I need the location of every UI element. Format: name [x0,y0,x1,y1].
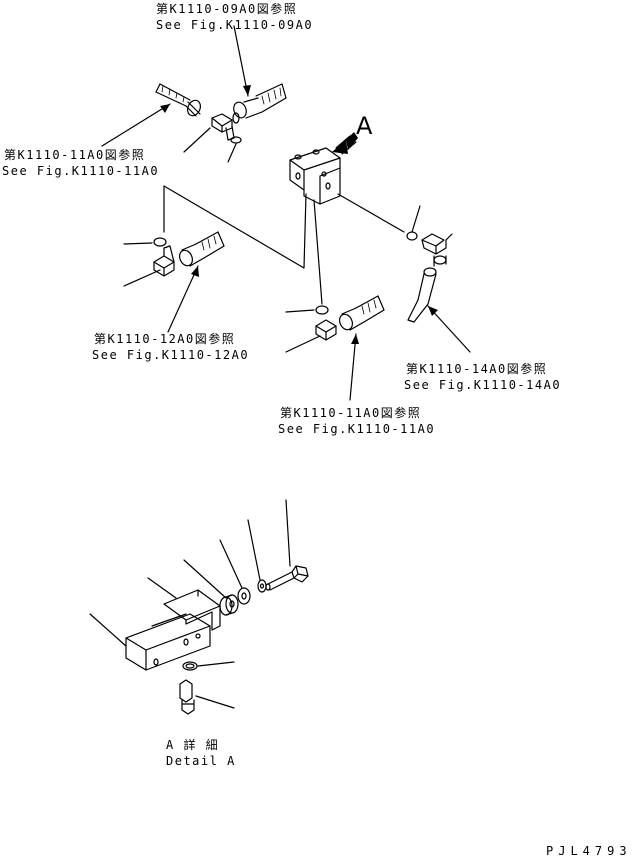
callout-12a0-en: See Fig.K1110-12A0 [92,348,250,362]
view-arrow [332,132,358,155]
o-ring-top [230,136,242,144]
callout-12a0-jp: 第K1110-12A0図参照 [94,332,236,346]
detail-washer-small [257,579,267,593]
elbow-fitting-right [421,233,447,267]
routing-line-left [163,185,307,269]
leader-11a0-bottom [349,333,357,401]
callout-11a0-left-jp: 第K1110-11A0図参照 [4,148,146,162]
detail-washer-large [237,587,251,605]
callout-11a0-bottom-en: See Fig.K1110-11A0 [278,422,436,436]
elbow-fitting-left [153,245,175,277]
leader-14a0 [427,305,471,353]
callout-09a0-en: See Fig.K1110-09A0 [156,18,314,32]
o-ring-right [406,231,418,241]
detail-title-en: Detail A [166,754,236,768]
o-ring-left [153,237,167,247]
detail-bolt [265,565,309,591]
leader-09a0 [233,25,249,97]
callout-14a0-jp: 第K1110-14A0図参照 [406,362,548,376]
callout-11a0-left-en: See Fig.K1110-11A0 [2,164,160,178]
callout-11a0-bottom-jp: 第K1110-11A0図参照 [280,406,422,420]
detail-block [125,613,211,671]
o-ring-bottom [315,305,329,315]
detail-spacer [219,594,239,616]
view-marker-label: A [356,112,373,140]
routing-line-right [337,193,405,233]
right-top-hose [233,83,287,119]
leader-11a0-left [101,103,171,147]
hose-bottom-11a0 [338,295,385,331]
detail-fitting [179,679,195,715]
detail-o-ring [182,661,198,671]
hose-left-12a0 [178,231,225,267]
callout-09a0-jp: 第K1110-09A0図参照 [156,2,298,16]
detail-title-jp: A 詳 細 [166,738,220,752]
left-top-hose [155,83,202,117]
callout-14a0-en: See Fig.K1110-14A0 [404,378,562,392]
leader-12a0 [167,265,199,333]
drawing-number: PJL4793 [546,844,632,858]
hose-right-14a0 [407,267,437,323]
elbow-fitting-bottom [315,319,337,341]
tee-fitting [211,112,240,141]
mounting-bracket [289,147,341,205]
